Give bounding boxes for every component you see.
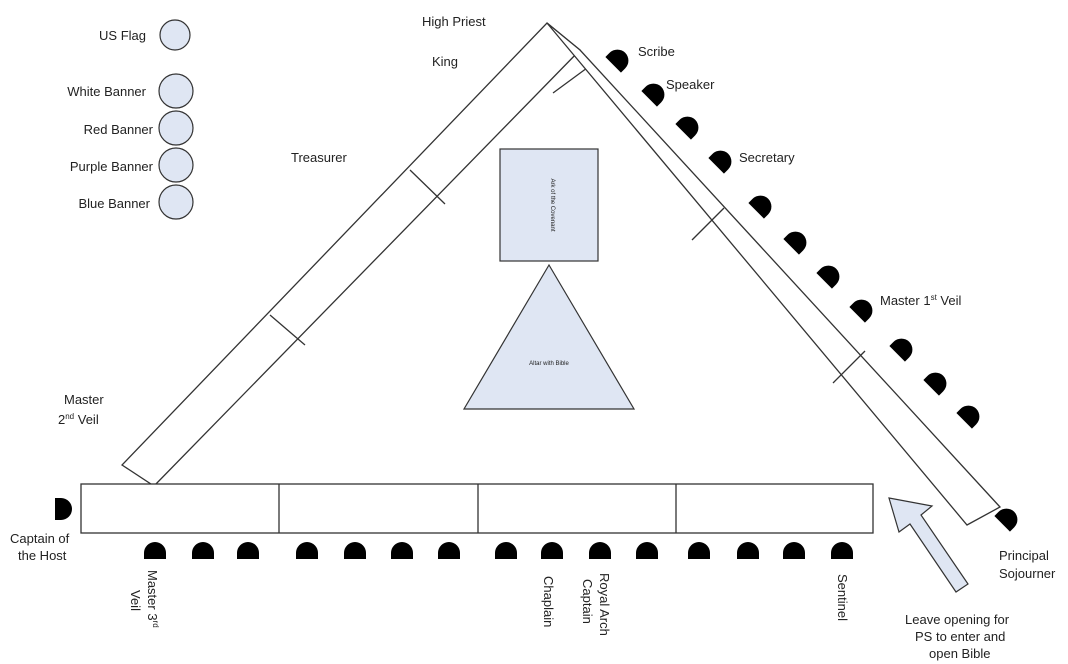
chair-icon [635,542,659,563]
chair-icon [601,44,634,77]
label-king: King [432,54,458,69]
officer-labels: High Priest King Scribe Speaker Treasure… [10,14,1056,636]
ark-label: Ark of the Covenant [549,178,555,231]
chair-icon [845,294,878,327]
chair-icon [671,111,704,144]
chair-icon [952,400,985,433]
chair-icon [494,542,518,563]
chair-icon [183,325,216,358]
chair-icon [782,542,806,563]
chair-icon [704,145,737,178]
label-master-1st-veil: Master 1st Veil [880,293,961,308]
chair-icon [687,542,711,563]
label-high-priest: High Priest [422,14,486,29]
label-treasurer: Treasurer [291,150,348,165]
banner-label-purple: Purple Banner [70,159,154,174]
chair-icon [398,115,431,148]
bottom-table [80,483,874,534]
banner-icon [158,110,194,146]
ark-of-the-covenant: Ark of the Covenant [499,148,599,262]
note-line2: PS to enter and [915,629,1005,644]
label-captain-of-host-line1: Captain of [10,531,70,546]
chair-icon [364,150,397,183]
altar-label: Altar with Bible [529,361,569,367]
banner-icon [158,184,194,220]
label-speaker: Speaker [666,77,715,92]
chair-icon [736,542,760,563]
label-sentinel: Sentinel [835,574,850,621]
banner-label-white: White Banner [67,84,146,99]
label-scribe: Scribe [638,44,675,59]
banner-legend: US Flag White Banner Red Banner Purple B… [67,19,194,220]
label-master-3rd-veil: Master 3rd [145,570,160,628]
chair-icon [919,367,952,400]
banner-icon [158,73,194,109]
label-royal-arch-captain-line2: Captain [580,579,595,624]
right-diagonal-table [546,22,1002,526]
chair-icon [258,251,291,284]
chair-icon [885,333,918,366]
chair-icon [293,219,326,252]
label-captain-of-host-line2: the Host [18,548,67,563]
chair-icon [812,260,845,293]
label-secretary: Secretary [739,150,795,165]
chair-icon [343,542,367,563]
chair-icon [236,542,260,563]
label-chaplain: Chaplain [541,576,556,627]
chair-icon [540,542,564,563]
banner-label-red: Red Banner [84,122,154,137]
chair-icon [329,184,362,217]
banner-icon [159,19,191,51]
chair-icon [143,542,167,563]
chair-icon [437,542,461,563]
label-master-3rd-veil-line2: Veil [128,590,143,611]
banner-icon [158,147,194,183]
chair-icon [744,190,777,223]
chair-icon [637,78,670,111]
chair-icon [295,542,319,563]
label-principal-sojourner-line1: Principal [999,548,1049,563]
arrow-icon [888,497,969,593]
chair-icon [51,497,72,521]
banner-label-us-flag: US Flag [99,28,146,43]
note-line3: open Bible [929,646,990,661]
banner-label-blue: Blue Banner [78,196,150,211]
chair-icon [191,542,215,563]
chair-icon [779,226,812,259]
chair-icon [830,542,854,563]
altar-with-bible: Altar with Bible [462,263,636,410]
chair-icon [116,393,149,426]
label-master-2nd-veil-line2: 2nd Veil [58,412,99,427]
chair-icon [147,359,180,392]
entry-arrow: Leave opening for PS to enter and open B… [888,497,1010,661]
chair-icon [466,50,499,83]
note-line1: Leave opening for [905,612,1010,627]
chair-icon [432,82,465,115]
label-principal-sojourner-line2: Sojourner [999,566,1056,581]
chair-icon [219,290,252,323]
label-royal-arch-captain-line1: Royal Arch [597,573,612,636]
right-chairs [601,44,1023,536]
chair-icon [390,542,414,563]
label-master-2nd-veil-line1: Master [64,392,104,407]
bottom-chairs [143,542,854,563]
chair-icon [588,542,612,563]
